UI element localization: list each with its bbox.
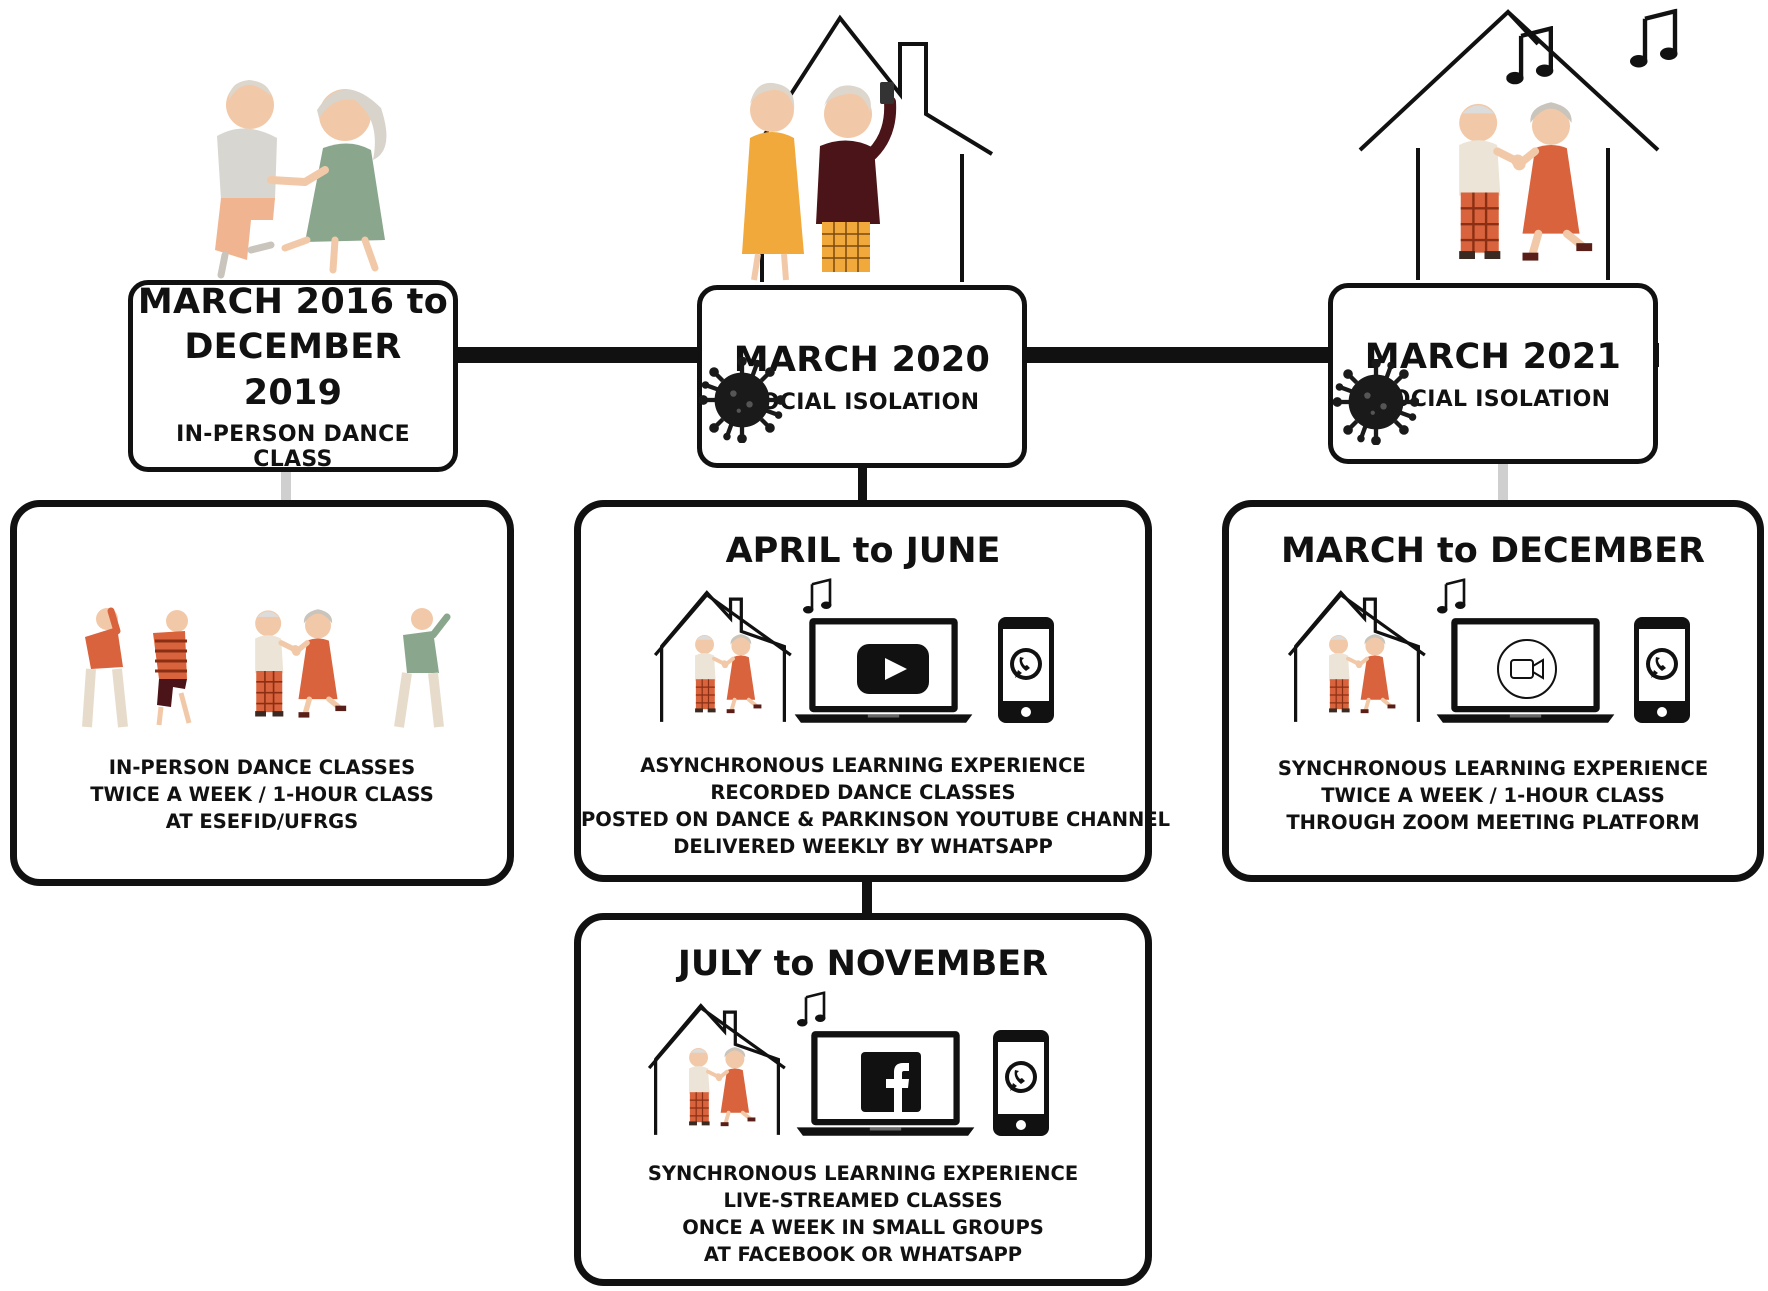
facebook-icon: [861, 1052, 921, 1112]
phase-box-july-november: JULY to NOVEMBER SYNCHRONOUS LEARNING EX…: [574, 913, 1152, 1286]
phase-box-in-person: IN-PERSON DANCE CLASSES TWICE A WEEK / 1…: [10, 500, 514, 886]
music-note-icon: [1437, 577, 1467, 617]
description-line: ASYNCHRONOUS LEARNING EXPERIENCE: [640, 754, 1086, 777]
phase-description: ASYNCHRONOUS LEARNING EXPERIENCE RECORDE…: [581, 752, 1171, 860]
stem-3: [1498, 455, 1508, 500]
music-note-icon: [803, 577, 833, 617]
description-line: SYNCHRONOUS LEARNING EXPERIENCE: [647, 1162, 1079, 1185]
description-line: POSTED ON DANCE & PARKINSON YOUTUBE CHAN…: [581, 808, 1171, 831]
phase-title: APRIL to JUNE: [725, 531, 1001, 571]
timeline-connector-1: [404, 347, 704, 363]
phase-box-april-june: APRIL to JUNE ASYNCHRONOUS LEARNING EXPE…: [574, 500, 1171, 882]
timeline-connector-2: [1012, 347, 1332, 363]
zoom-camera-icon: [1497, 639, 1557, 699]
stem-1: [281, 465, 291, 500]
description-line: SYNCHRONOUS LEARNING EXPERIENCE: [1277, 757, 1709, 780]
phase-description: SYNCHRONOUS LEARNING EXPERIENCE LIVE-STR…: [581, 1160, 1145, 1268]
whatsapp-phone-icon: [991, 1027, 1051, 1139]
stem-4: [862, 874, 872, 918]
description-line: AT FACEBOOK OR WHATSAPP: [703, 1243, 1023, 1266]
timeline-box-2016-2019: MARCH 2016 to DECEMBER 2019 IN-PERSON DA…: [128, 280, 458, 472]
description-line: RECORDED DANCE CLASSES: [710, 781, 1016, 804]
description-line: TWICE A WEEK / 1-HOUR CLASS: [90, 783, 434, 806]
phase-description: IN-PERSON DANCE CLASSES TWICE A WEEK / 1…: [17, 754, 507, 835]
timeline-title: MARCH 2020: [733, 340, 991, 381]
whatsapp-phone-icon: [996, 614, 1056, 726]
dancers-illustration: [82, 597, 451, 728]
whatsapp-phone-icon: [1632, 614, 1692, 726]
home-dance-icon: [647, 997, 787, 1137]
house-selfie-illustration: [742, 14, 994, 282]
music-note-icon: [797, 990, 827, 1030]
timeline-box-2021: MARCH 2021 SOCIAL ISOLATION: [1328, 283, 1658, 464]
home-dance-icon: [653, 584, 793, 724]
description-line: DELIVERED WEEKLY BY WHATSAPP: [673, 835, 1053, 858]
phase-title: MARCH to DECEMBER: [1281, 531, 1705, 571]
timeline-title-line-2: DECEMBER 2019: [184, 327, 402, 413]
phase-description: SYNCHRONOUS LEARNING EXPERIENCE TWICE A …: [1229, 755, 1757, 836]
youtube-play-icon: [857, 644, 929, 694]
coronavirus-icon: [656, 314, 742, 400]
music-note-icon: [1506, 26, 1556, 88]
home-dance-icon: [1287, 584, 1427, 724]
timeline-title-line-1: MARCH 2016 to: [137, 281, 449, 322]
description-line: IN-PERSON DANCE CLASSES: [108, 756, 416, 779]
description-line: AT ESEFID/UFRGS: [165, 810, 359, 833]
stem-2: [858, 458, 867, 503]
description-line: THROUGH ZOOM MEETING PLATFORM: [1286, 811, 1700, 834]
phase-box-march-december: MARCH to DECEMBER SYNCHRONOUS LEARNING E…: [1222, 500, 1764, 882]
description-line: TWICE A WEEK / 1-HOUR CLASS: [1321, 784, 1665, 807]
dancing-couple-illustration: [215, 80, 387, 279]
music-note-icon: [1630, 4, 1680, 76]
timeline-title: MARCH 2021: [1364, 337, 1622, 378]
timeline-subtitle: IN-PERSON DANCE CLASS: [176, 422, 410, 473]
coronavirus-icon: [1290, 316, 1376, 402]
description-line: ONCE A WEEK IN SMALL GROUPS: [682, 1216, 1044, 1239]
phase-title: JULY to NOVEMBER: [677, 944, 1049, 984]
description-line: LIVE-STREAMED CLASSES: [723, 1189, 1003, 1212]
